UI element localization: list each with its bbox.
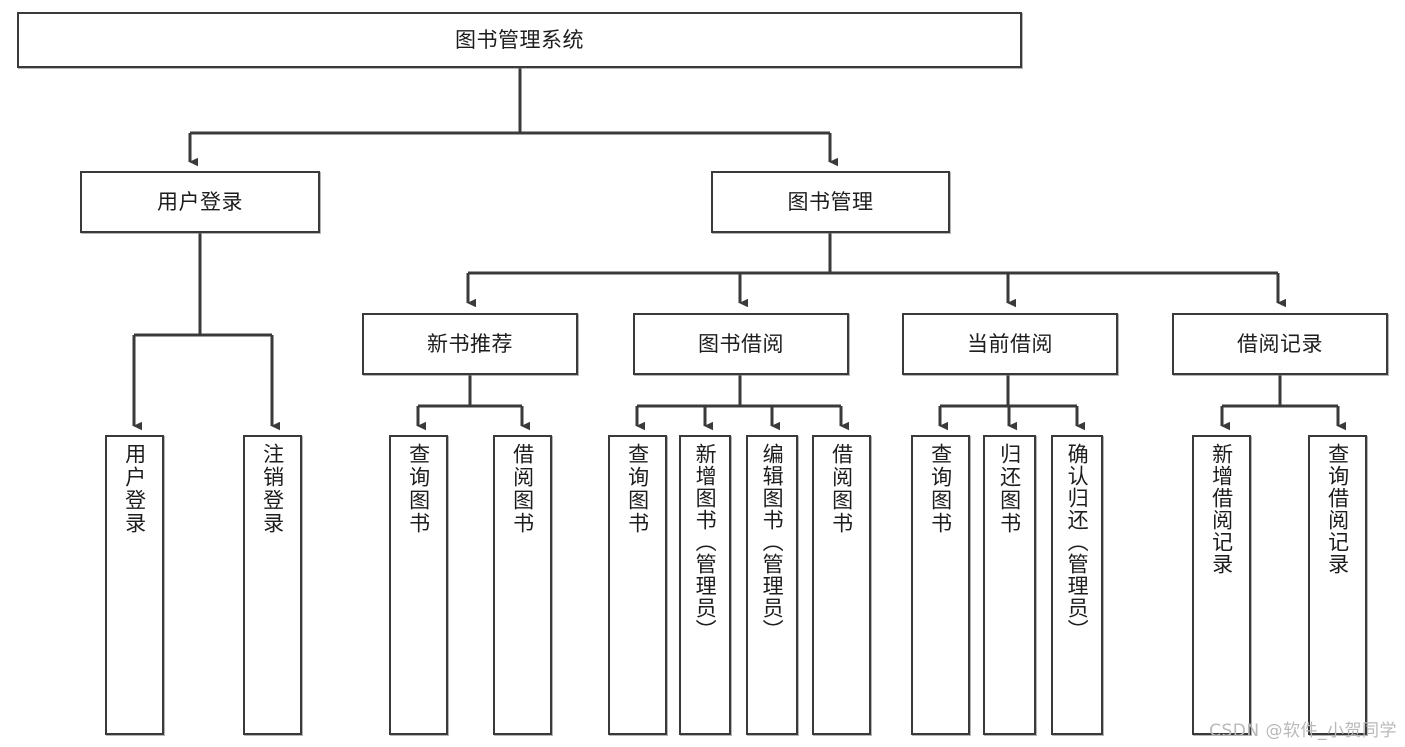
node-leaf-query-book-borrow[interactable]: 查询图书 [608, 435, 667, 735]
node-label: 新书推荐 [427, 331, 513, 356]
node-label: 当前借阅 [967, 331, 1053, 356]
node-label: 查询借阅记录 [1325, 443, 1350, 575]
node-label: 借阅记录 [1237, 331, 1323, 356]
node-leaf-query-book-current[interactable]: 查询图书 [911, 435, 970, 735]
node-leaf-edit-book-admin[interactable]: 编辑图书（管理员） [746, 435, 798, 735]
node-label: 图书管理 [787, 189, 874, 214]
node-label: 查询图书 [406, 443, 431, 535]
node-label: 确认归还（管理员） [1065, 443, 1090, 641]
node-leaf-return-book[interactable]: 归还图书 [983, 435, 1036, 735]
node-label: 用户登录 [157, 189, 243, 214]
node-label: 借阅图书 [510, 443, 535, 535]
node-leaf-add-book-admin[interactable]: 新增图书（管理员） [679, 435, 731, 735]
node-label: 编辑图书（管理员） [760, 443, 785, 641]
node-book-management[interactable]: 图书管理 [711, 171, 950, 233]
node-leaf-borrow-book-borrow[interactable]: 借阅图书 [812, 435, 871, 735]
node-label: 查询图书 [928, 443, 953, 535]
node-label: 图书借阅 [698, 331, 784, 356]
node-current-borrow[interactable]: 当前借阅 [902, 313, 1118, 375]
node-leaf-query-borrow-record[interactable]: 查询借阅记录 [1308, 435, 1367, 735]
node-label: 借阅图书 [829, 443, 854, 535]
node-user-login[interactable]: 用户登录 [80, 171, 320, 233]
node-borrow-record[interactable]: 借阅记录 [1172, 313, 1388, 375]
node-label: 归还图书 [997, 443, 1022, 535]
node-leaf-confirm-return-admin[interactable]: 确认归还（管理员） [1051, 435, 1103, 735]
node-leaf-borrow-book-recommend[interactable]: 借阅图书 [493, 435, 552, 735]
node-label: 查询图书 [625, 443, 650, 535]
node-label: 注销登录 [260, 443, 285, 535]
node-label: 图书管理系统 [455, 27, 584, 52]
node-leaf-query-book-recommend[interactable]: 查询图书 [389, 435, 448, 735]
node-new-book-recommend[interactable]: 新书推荐 [362, 313, 578, 375]
node-leaf-user-login[interactable]: 用户登录 [105, 435, 164, 735]
node-label: 新增图书（管理员） [693, 443, 718, 641]
node-leaf-add-borrow-record[interactable]: 新增借阅记录 [1192, 435, 1251, 735]
node-book-borrow[interactable]: 图书借阅 [633, 313, 849, 375]
csdn-watermark: CSDN @软件_小贺同学 [1209, 721, 1397, 741]
node-leaf-logout-login[interactable]: 注销登录 [243, 435, 302, 735]
node-label: 用户登录 [122, 443, 147, 535]
node-root-book-management-system[interactable]: 图书管理系统 [17, 12, 1022, 68]
node-label: 新增借阅记录 [1209, 443, 1234, 575]
